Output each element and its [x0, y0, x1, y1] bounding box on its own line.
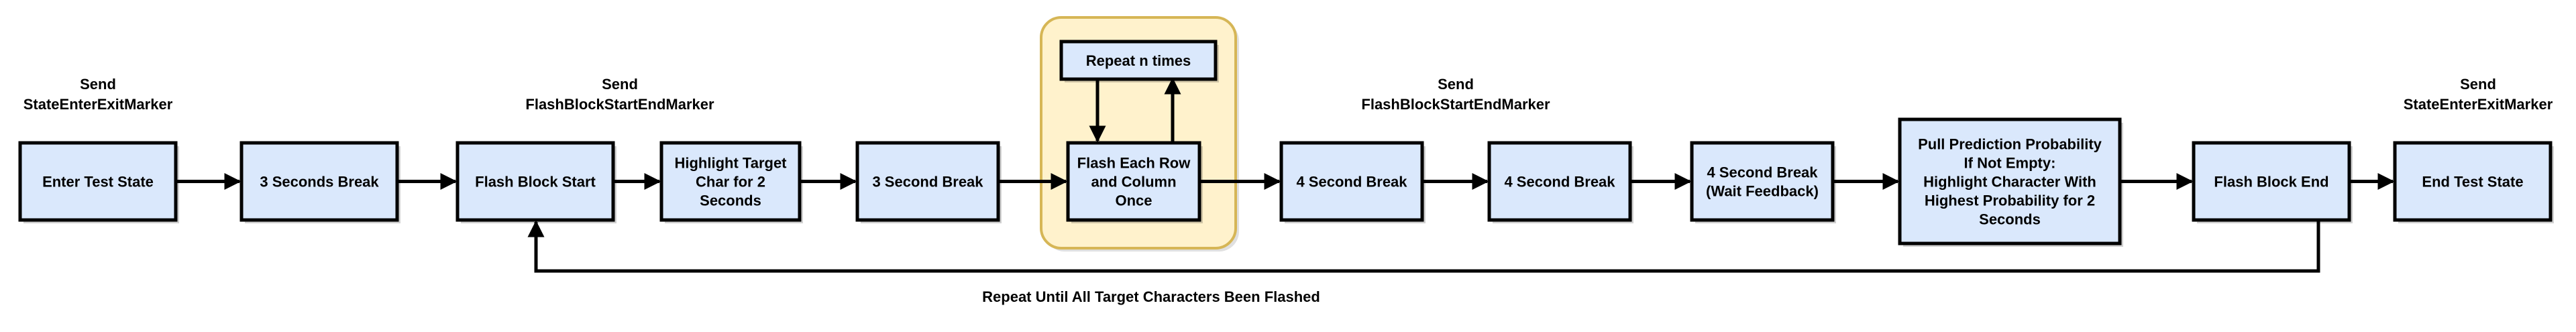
- marker-label-line: Send: [1438, 76, 1474, 93]
- box-rect: [455, 141, 615, 222]
- enter-test-state-box: Enter Test State: [18, 141, 179, 223]
- box-label-line: Flash Block Start: [475, 173, 596, 190]
- marker-label-line: StateEnterExitMarker: [23, 96, 173, 113]
- box-rect: [2192, 141, 2351, 222]
- flash-block-start-box: Flash Block Start: [455, 141, 616, 223]
- box-label-line: Repeat n times: [1086, 52, 1191, 69]
- box-label-line: Enter Test State: [42, 173, 154, 190]
- box-rect: [659, 141, 802, 222]
- box-label-line: Highlight Character With: [1923, 173, 2096, 190]
- box-label-line: and Column: [1091, 173, 1176, 190]
- box-rect: [1279, 141, 1424, 222]
- flash-block-end-box: Flash Block End: [2192, 141, 2353, 223]
- box-label-line: 4 Second Break: [1504, 173, 1615, 190]
- box-rect: [1487, 141, 1632, 222]
- marker-label-line: Send: [602, 76, 638, 93]
- marker-label-line: StateEnterExitMarker: [2404, 96, 2553, 113]
- box-label-line: Char for 2: [696, 173, 765, 190]
- box-label-line: Flash Each Row: [1077, 154, 1191, 171]
- pull-prediction-box: Pull Prediction Probability If Not Empty:…: [1898, 117, 2123, 247]
- box-label-line: Pull Prediction Probability: [1918, 135, 2102, 152]
- box-label-line: 4 Second Break: [1707, 164, 1818, 180]
- box-label-line: Seconds: [1979, 211, 2041, 227]
- three-seconds-break-box: 3 Seconds Break: [239, 141, 400, 223]
- box-label-line: Flash Block End: [2214, 173, 2328, 190]
- box-rect: [2393, 141, 2553, 222]
- repeat-loop-label: Repeat Until All Target Characters Been …: [982, 288, 1320, 305]
- marker-label-line: Send: [2460, 76, 2496, 93]
- box-rect: [1059, 40, 1218, 81]
- box-label-line: If Not Empty:: [1964, 154, 2056, 171]
- box-rect: [18, 141, 178, 222]
- box-label-line: 4 Second Break: [1296, 173, 1407, 190]
- box-rect: [1898, 117, 2122, 245]
- box-rect: [855, 141, 1000, 222]
- box-rect: [1690, 141, 1835, 222]
- repeat-n-times-box: Repeat n times: [1059, 40, 1219, 82]
- box-rect: [239, 141, 399, 222]
- marker-label-line: Send: [80, 76, 116, 93]
- box-label-line: 3 Seconds Break: [260, 173, 379, 190]
- marker-label-line: FlashBlockStartEndMarker: [1361, 96, 1550, 113]
- box-label-line: Once: [1115, 192, 1152, 209]
- arrow-repeat-loop-back: [527, 220, 2320, 273]
- box-rect: [1066, 141, 1201, 222]
- end-test-state-box: End Test State: [2393, 141, 2554, 223]
- box-label-line: (Wait Feedback): [1706, 182, 1819, 199]
- four-second-break-wait-box: 4 Second Break (Wait Feedback): [1690, 141, 1836, 223]
- box-label-line: Highest Probability for 2: [1925, 192, 2095, 209]
- three-second-break-box: 3 Second Break: [855, 141, 1002, 223]
- box-label-line: Highlight Target: [674, 154, 787, 171]
- box-label-line: Seconds: [700, 192, 761, 209]
- four-second-break-2-box: 4 Second Break: [1487, 141, 1633, 223]
- four-second-break-1-box: 4 Second Break: [1279, 141, 1426, 223]
- marker-label-line: FlashBlockStartEndMarker: [525, 96, 714, 113]
- box-label-line: 3 Second Break: [872, 173, 983, 190]
- box-label-line: End Test State: [2422, 173, 2523, 190]
